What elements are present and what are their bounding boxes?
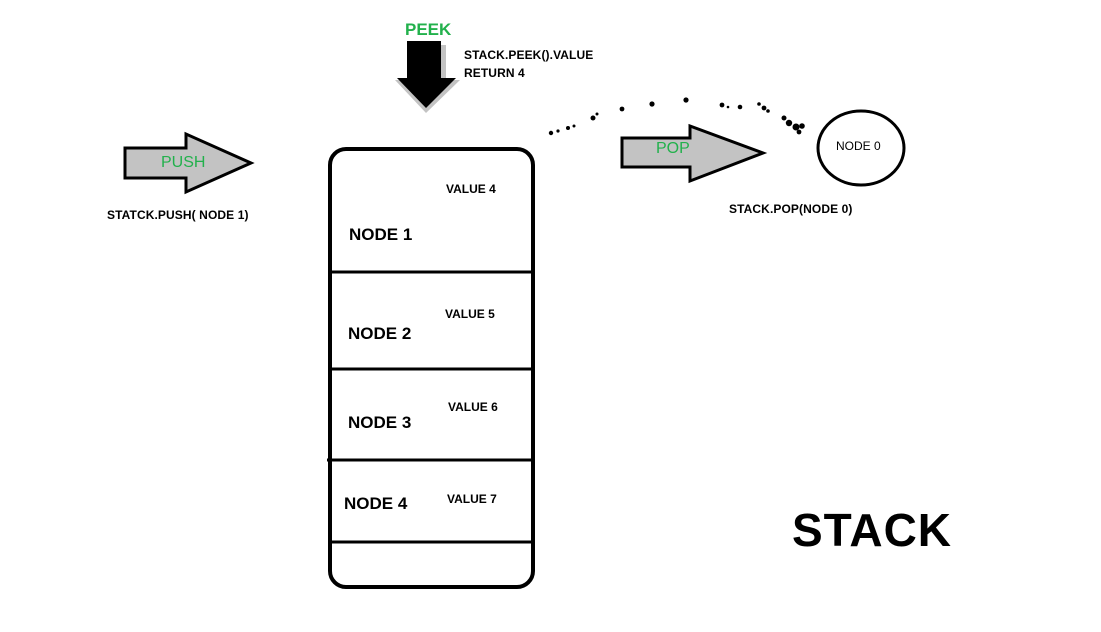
pop-label: POP (656, 140, 690, 157)
pop-arrow-icon (620, 123, 768, 184)
push-label: PUSH (161, 154, 206, 171)
node-value: VALUE 4 (446, 182, 496, 196)
node-name: NODE 4 (344, 494, 408, 513)
node-value: VALUE 6 (448, 400, 498, 414)
push-arrow-icon (123, 131, 255, 195)
peek-description-line1: STACK.PEEK().VALUE (464, 48, 594, 62)
node-name: NODE 2 (348, 324, 412, 343)
peek-arrow-icon (397, 41, 456, 108)
popped-node-label: NODE 0 (836, 139, 881, 153)
pop-trail (548, 97, 805, 136)
popped-node-circle (816, 109, 906, 187)
peek-label: PEEK (405, 20, 452, 39)
node-name: NODE 3 (348, 413, 412, 432)
push-description: STATCK.PUSH( NODE 1) (107, 208, 249, 222)
node-name: NODE 1 (349, 225, 413, 244)
peek-description-line2: RETURN 4 (464, 66, 525, 80)
node-value: VALUE 7 (447, 492, 497, 506)
pop-description: STACK.POP(NODE 0) (729, 202, 853, 216)
node-value: VALUE 5 (445, 307, 495, 321)
diagram-title: STACK (792, 504, 953, 556)
